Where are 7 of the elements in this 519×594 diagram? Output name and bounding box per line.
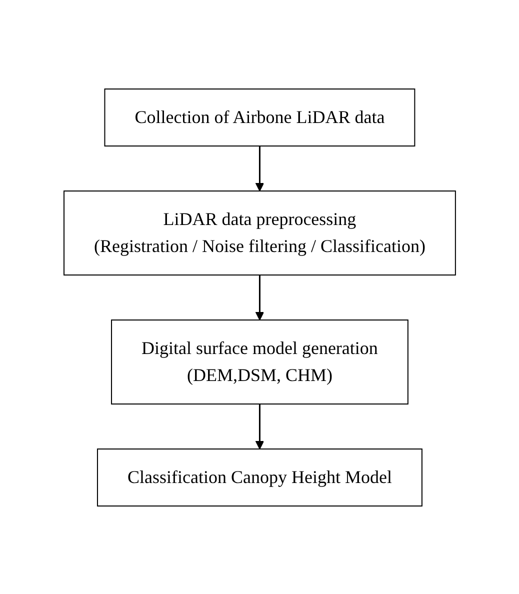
node-box: LiDAR data preprocessing (Registration / Noise filtering / Classification) — [63, 190, 456, 275]
node-box: Collection of Airbone LiDAR data — [104, 88, 415, 146]
node-box: Classification Canopy Height Model — [96, 448, 422, 506]
arrow — [255, 274, 264, 320]
arrow — [255, 404, 264, 449]
arrow — [255, 146, 264, 191]
node-box: Digital surface model generation (DEM,DSM, CHM) — [110, 319, 408, 404]
